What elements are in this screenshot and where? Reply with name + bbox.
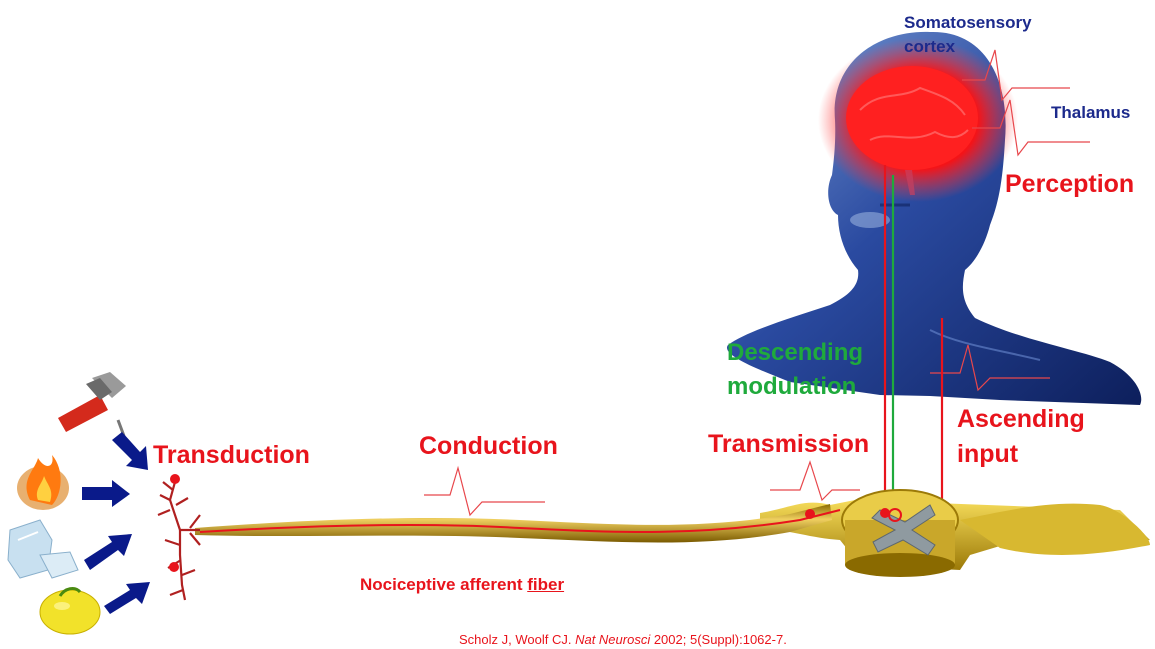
label-transduction: Transduction <box>153 441 310 470</box>
label-input: input <box>957 437 1085 472</box>
ice-icon <box>8 520 78 578</box>
hammer-icon <box>58 372 126 436</box>
arrow-hammer <box>112 432 148 470</box>
arrow-ice <box>84 534 132 570</box>
spinal-cord-segment <box>760 490 1150 577</box>
label-ascending-input: Ascending input <box>957 402 1085 472</box>
stimulus-arrows <box>82 432 150 614</box>
label-ascending: Ascending <box>957 402 1085 437</box>
receptor-dot-top <box>170 474 180 484</box>
label-conduction: Conduction <box>419 432 558 461</box>
arrow-lemon <box>104 582 150 614</box>
arrow-fire <box>82 480 130 507</box>
label-somatosensory: Somatosensory <box>904 13 1032 33</box>
nociceptor-ending <box>158 482 200 600</box>
label-descending: Descending <box>727 336 863 370</box>
brain-glow <box>818 38 1018 202</box>
citation-details: 2002; 5(Suppl):1062-7. <box>650 632 787 647</box>
label-fiber-underlined: fiber <box>527 575 564 594</box>
lemon-icon <box>40 589 100 634</box>
label-perception: Perception <box>1005 170 1134 199</box>
label-cortex: cortex <box>904 37 955 57</box>
citation-journal: Nat Neurosci <box>575 632 650 647</box>
label-thalamus: Thalamus <box>1051 103 1130 123</box>
citation: Scholz J, Woolf CJ. Nat Neurosci 2002; 5… <box>459 632 787 647</box>
citation-authors: Scholz J, Woolf CJ. <box>459 632 575 647</box>
label-transmission: Transmission <box>708 430 869 459</box>
fire-icon <box>17 455 69 510</box>
label-fiber-prefix: Nociceptive afferent <box>360 575 527 594</box>
receptor-dot-bottom <box>169 562 179 572</box>
label-modulation: modulation <box>727 370 863 404</box>
label-descending-modulation: Descending modulation <box>727 336 863 404</box>
label-nociceptive-fiber: Nociceptive afferent fiber <box>360 575 564 595</box>
